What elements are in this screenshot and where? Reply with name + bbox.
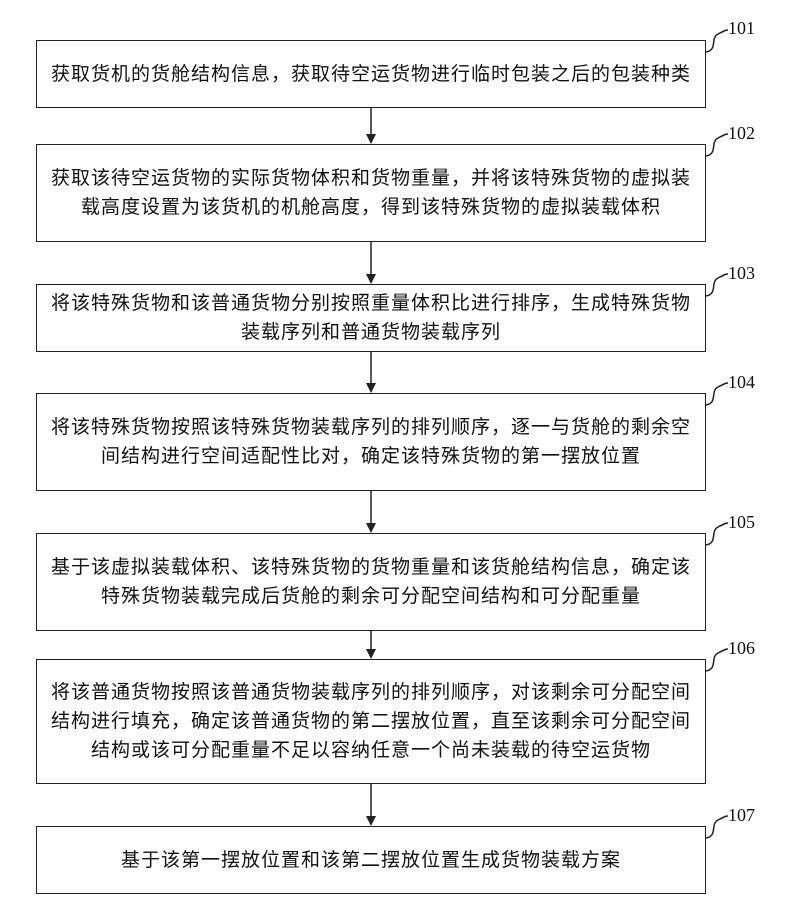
- step-box-105: 基于该虚拟装载体积、该特殊货物的货物重量和该货舱结构信息，确定该特殊货物装载完成…: [36, 533, 706, 631]
- step-label-106: 106: [728, 638, 755, 659]
- step-label-101: 101: [728, 18, 755, 39]
- leader-curve-107: [706, 816, 728, 838]
- leader-curve-102: [706, 134, 728, 156]
- step-box-107: 基于该第一摆放位置和该第二摆放位置生成货物装载方案: [36, 826, 706, 894]
- step-box-104: 将该特殊货物按照该特殊货物装载序列的排列顺序，逐一与货舱的剩余空间结构进行空间适…: [36, 393, 706, 491]
- arrow-head-104: [366, 523, 376, 533]
- arrow-head-106: [366, 816, 376, 826]
- arrow-head-105: [366, 649, 376, 659]
- leader-curve-101: [706, 30, 728, 52]
- step-label-107: 107: [728, 805, 755, 826]
- step-text-104: 将该特殊货物按照该特殊货物装载序列的排列顺序，逐一与货舱的剩余空间结构进行空间适…: [45, 413, 697, 471]
- step-text-101: 获取货机的货舱结构信息，获取待空运货物进行临时包装之后的包装种类: [51, 60, 691, 89]
- step-label-102: 102: [728, 123, 755, 144]
- leader-curve-103: [706, 274, 728, 296]
- step-text-105: 基于该虚拟装载体积、该特殊货物的货物重量和该货舱结构信息，确定该特殊货物装载完成…: [45, 553, 697, 611]
- leader-curve-105: [706, 523, 728, 545]
- arrow-head-101: [366, 134, 376, 144]
- step-box-106: 将该普通货物按照该普通货物装载序列的排列顺序，对该剩余可分配空间结构进行填充，确…: [36, 659, 706, 784]
- arrow-head-102: [366, 274, 376, 284]
- step-text-107: 基于该第一摆放位置和该第二摆放位置生成货物装载方案: [121, 846, 621, 875]
- step-text-103: 将该特殊货物和该普通货物分别按照重量体积比进行排序，生成特殊货物装载序列和普通货…: [45, 289, 697, 347]
- step-label-103: 103: [728, 263, 755, 284]
- step-text-102: 获取该待空运货物的实际货物体积和货物重量，并将该特殊货物的虚拟装载高度设置为该货…: [45, 164, 697, 222]
- step-box-101: 获取货机的货舱结构信息，获取待空运货物进行临时包装之后的包装种类: [36, 40, 706, 108]
- step-label-105: 105: [728, 512, 755, 533]
- step-label-104: 104: [728, 372, 755, 393]
- step-box-102: 获取该待空运货物的实际货物体积和货物重量，并将该特殊货物的虚拟装载高度设置为该货…: [36, 144, 706, 242]
- step-box-103: 将该特殊货物和该普通货物分别按照重量体积比进行排序，生成特殊货物装载序列和普通货…: [36, 284, 706, 352]
- step-text-106: 将该普通货物按照该普通货物装载序列的排列顺序，对该剩余可分配空间结构进行填充，确…: [45, 678, 697, 765]
- arrow-head-103: [366, 383, 376, 393]
- leader-curve-106: [706, 649, 728, 671]
- leader-curve-104: [706, 383, 728, 405]
